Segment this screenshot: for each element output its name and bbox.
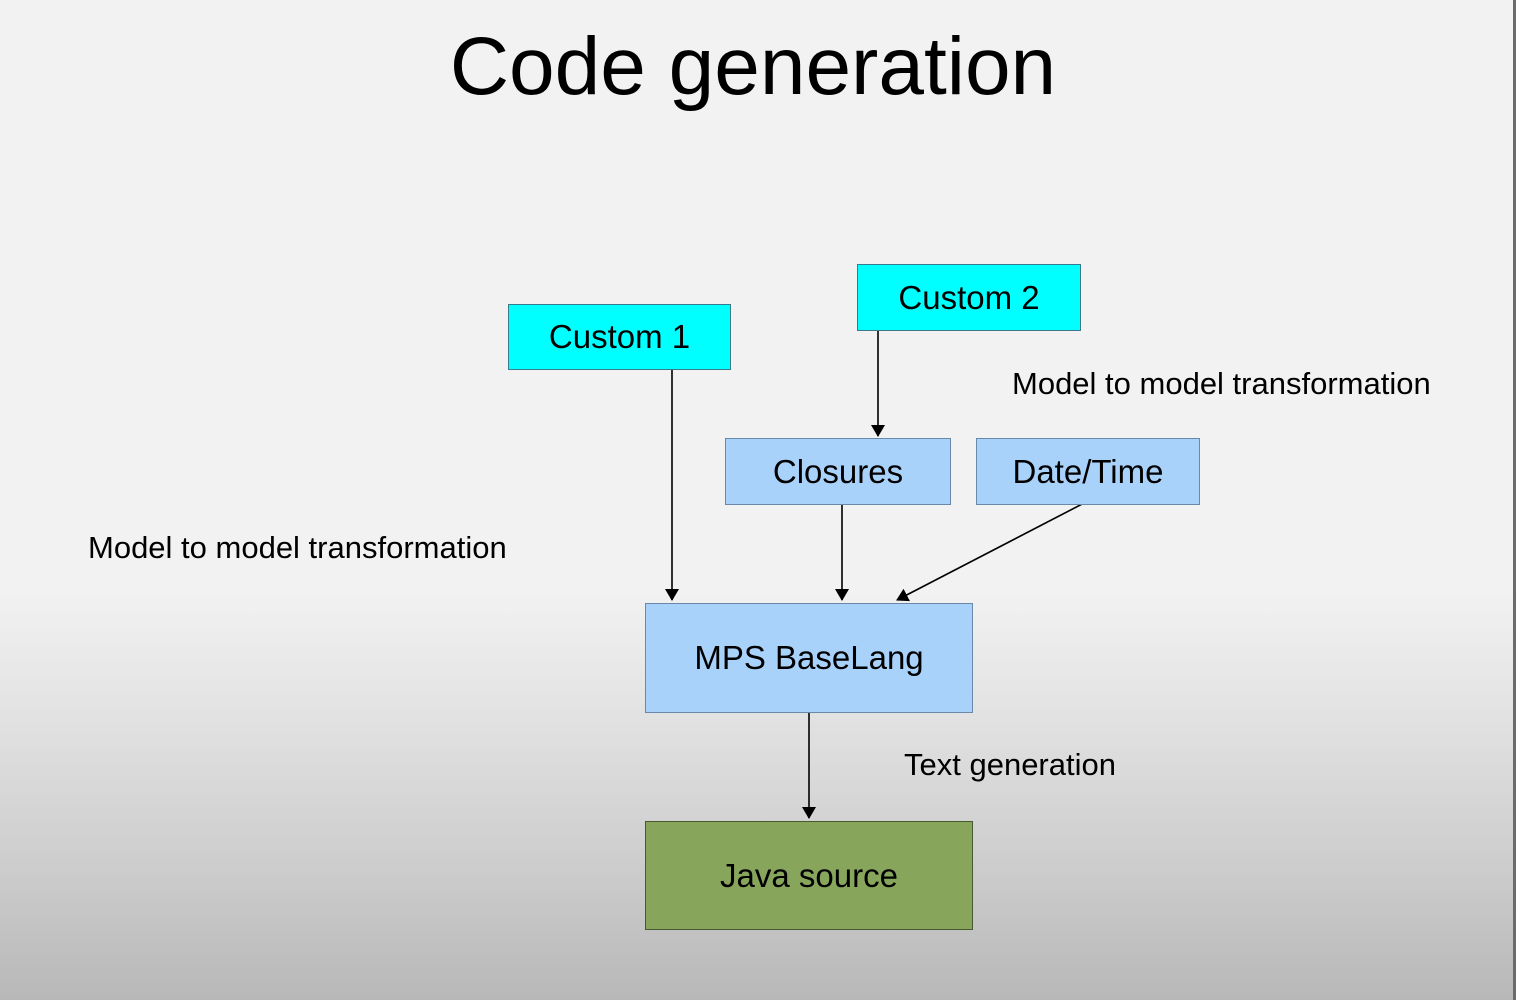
label-model-to-model-right: Model to model transformation bbox=[1012, 366, 1431, 401]
arrow-datetime-to-baselang bbox=[896, 500, 1089, 602]
node-closures: Closures bbox=[725, 438, 951, 505]
slide-edge bbox=[1513, 0, 1516, 1000]
label-model-to-model-left: Model to model transformation bbox=[88, 530, 507, 565]
label-text-generation: Text generation bbox=[904, 747, 1116, 782]
node-java-source: Java source bbox=[645, 821, 973, 930]
node-date-time: Date/Time bbox=[976, 438, 1200, 505]
node-custom-2: Custom 2 bbox=[857, 264, 1081, 331]
node-custom-1: Custom 1 bbox=[508, 304, 731, 370]
node-mps-baselang: MPS BaseLang bbox=[645, 603, 973, 713]
slide-title: Code generation bbox=[449, 21, 1057, 112]
